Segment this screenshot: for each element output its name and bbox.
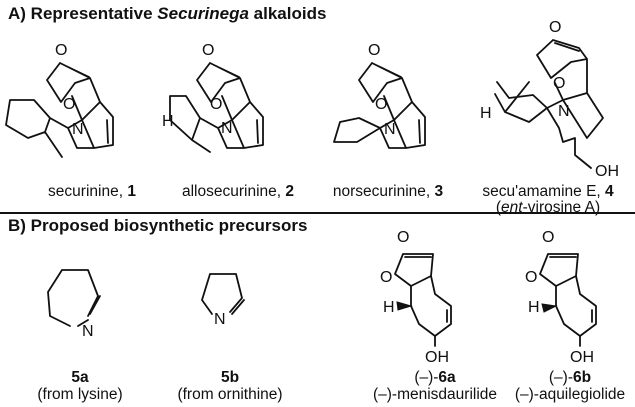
atom-n: N [82, 323, 94, 340]
atom-n: N [214, 311, 226, 328]
structure-secuamamine-e: O O N H OH [480, 19, 619, 180]
caption-5b-source: (from ornithine) [177, 386, 283, 403]
caption-6b-name: (–)-aquilegiolide [514, 386, 626, 403]
atom-carbonyl-o: O [397, 229, 409, 246]
atom-ring-o: O [375, 96, 387, 113]
section-a-title: A) Representative Securinega alkaloids [8, 4, 326, 24]
atom-n: N [384, 121, 396, 138]
caption-norsecurinine: norsecurinine, 3 [332, 183, 444, 200]
section-a-italic: Securinega [157, 4, 249, 23]
caption-6b: (–)-6b [548, 369, 592, 386]
atom-h: H [480, 105, 492, 122]
caption-5a-source: (from lysine) [37, 386, 123, 403]
atom-n: N [221, 120, 233, 137]
caption-securinine: securinine, 1 [48, 183, 136, 200]
caption-5a: 5a [71, 369, 89, 386]
structure-5a: N [47, 269, 101, 340]
structure-norsecurinine: O O N [333, 42, 426, 149]
atom-ring-o: O [380, 269, 392, 286]
atom-carbonyl-o: O [368, 42, 380, 59]
structure-5b: N [201, 273, 245, 328]
atom-oh: OH [570, 349, 594, 366]
atom-ring-o: O [553, 75, 565, 92]
caption-secuamamine-e: secu'amamine E, 4 [482, 183, 614, 200]
atom-carbonyl-o: O [202, 42, 214, 59]
section-divider [0, 212, 635, 214]
atom-carbonyl-o: O [549, 19, 561, 36]
atom-ring-o: O [63, 96, 75, 113]
atom-ring-o: O [525, 269, 537, 286]
caption-6a-name: (–)-menisdaurilide [372, 386, 498, 403]
atom-ring-o: O [210, 96, 222, 113]
caption-6a: (–)-6a [414, 369, 456, 386]
structure-allosecurinine: O O N H [162, 42, 264, 153]
atom-h: H [162, 113, 174, 130]
structure-6b: O O H OH [525, 229, 597, 366]
atom-h: H [383, 299, 395, 316]
structure-6a: O O H OH [380, 229, 452, 366]
caption-5b: 5b [220, 369, 240, 386]
section-a-prefix: A) Representative [8, 4, 158, 23]
atom-oh: OH [425, 349, 449, 366]
atom-oh: OH [595, 163, 619, 180]
caption-allosecurinine: allosecurinine, 2 [181, 183, 295, 200]
atom-n: N [558, 103, 570, 120]
section-a-suffix: alkaloids [248, 4, 327, 23]
atom-h: H [528, 299, 540, 316]
structure-securinine: O O N [5, 42, 114, 158]
atom-carbonyl-o: O [55, 42, 67, 59]
section-b-title: B) Proposed biosynthetic precursors [8, 216, 308, 235]
atom-n: N [72, 121, 84, 138]
atom-carbonyl-o: O [542, 229, 554, 246]
caption-ent-virosine-a: (ent-virosine A) [495, 199, 601, 216]
